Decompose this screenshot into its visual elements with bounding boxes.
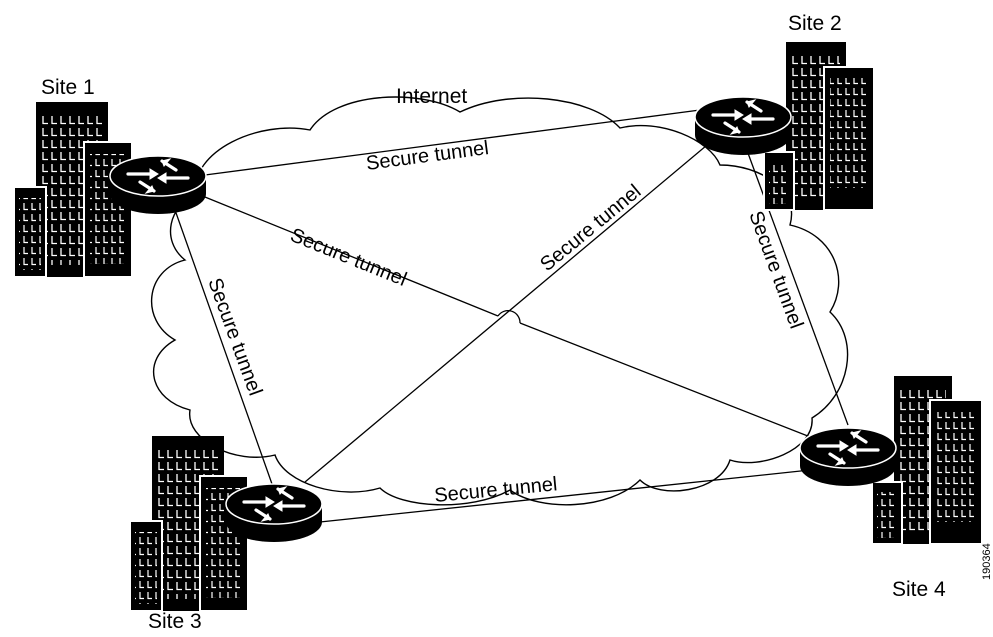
building-icon (871, 376, 983, 545)
router-icon (798, 426, 898, 488)
site-label-4: Site 4 (892, 578, 946, 601)
site-2 (693, 42, 875, 211)
site-4 (798, 376, 983, 545)
tunnel-line-1-2 (204, 109, 701, 176)
tunnel-line-1-4-hop (497, 309, 521, 324)
site-3 (129, 435, 324, 612)
figure-number: 190364 (981, 543, 993, 580)
site-label-2: Site 2 (788, 12, 842, 35)
tunnel-line-1-4 (199, 194, 499, 317)
tunnel-label-1-2: Secure tunnel (365, 137, 490, 175)
router-icon (224, 482, 324, 544)
router-icon (693, 95, 793, 157)
tunnel-label-1-4: Secure tunnel (287, 224, 410, 291)
tunnel-label-3-2: Secure tunnel (536, 180, 645, 275)
site-label-1: Site 1 (41, 76, 95, 99)
site-label-3: Site 3 (148, 610, 202, 632)
tunnel-line-2-4 (744, 144, 849, 426)
cloud-label: Internet (396, 85, 467, 108)
tunnel-line-3-2 (304, 129, 726, 483)
tunnel-line-1-3 (174, 209, 273, 485)
router-icon (108, 154, 208, 216)
internet-cloud (151, 96, 849, 506)
tunnel-line-1-4b (519, 322, 819, 441)
tunnel-line-3-4 (319, 469, 811, 523)
building-icon (763, 42, 875, 211)
tunnel-lines (174, 109, 849, 523)
